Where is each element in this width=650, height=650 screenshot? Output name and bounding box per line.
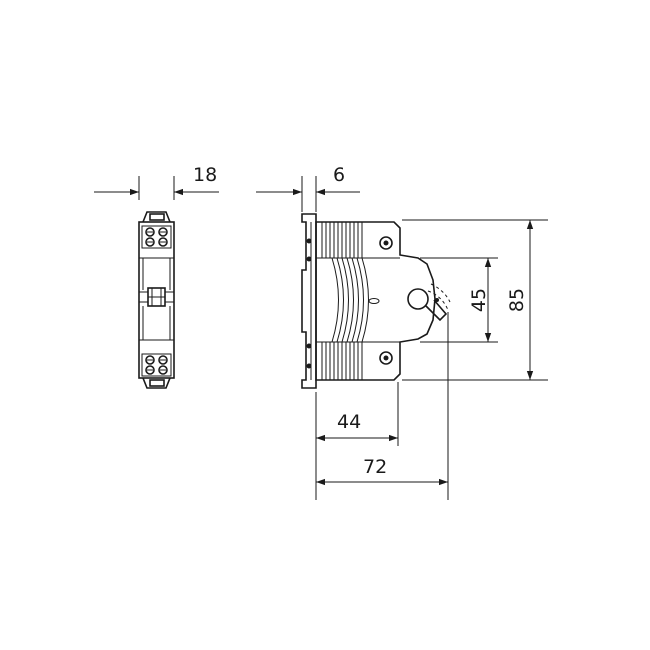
dimension-label-45: 45 [468,288,490,312]
dimension-label-6: 6 [333,164,345,186]
front-screw-6 [158,355,168,365]
front-bottom-clip-slot [149,379,165,387]
side-ribs-top [321,222,363,258]
front-screw-3 [145,237,155,247]
dimension-label-72: 72 [363,456,387,478]
front-screw-1 [145,227,155,237]
side-body [315,221,436,381]
front-top-terminal [141,225,172,249]
side-din-mount [301,213,317,389]
front-top-clip-slot [149,213,165,221]
dimension-label-85: 85 [506,288,528,312]
front-screw-7 [145,365,155,375]
front-top-clip [142,211,171,223]
front-view [138,211,175,389]
front-screw-4 [158,237,168,247]
side-slot [368,298,380,304]
side-view [301,213,451,389]
front-screw-8 [158,365,168,375]
front-bottom-clip [142,377,171,389]
side-ribs-bottom [321,342,363,380]
side-contours [331,257,369,343]
dimension-label-18: 18 [193,164,217,186]
dimension-45: 45 [420,257,498,343]
dimension-18: 18 [94,164,219,200]
dimension-85: 85 [402,219,548,381]
front-screw-2 [158,227,168,237]
dimension-6: 6 [256,164,360,212]
side-screw-top [379,236,393,250]
side-toggle-pivot [407,288,429,310]
front-bottom-terminal [141,353,172,377]
front-body [138,221,175,379]
side-toggle-lever [425,299,448,322]
front-screw-5 [145,355,155,365]
side-screw-bottom [379,351,393,365]
dimension-72: 72 [316,312,449,500]
dimension-label-44: 44 [337,411,361,433]
